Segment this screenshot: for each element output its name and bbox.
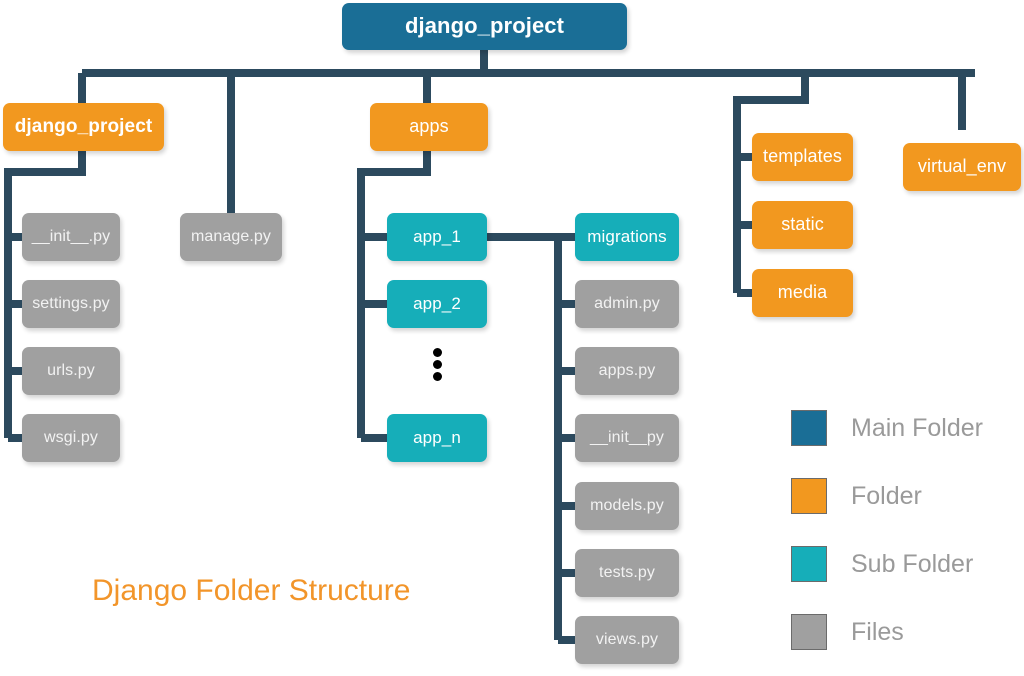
legend-swatch-sub-folder (791, 546, 827, 582)
legend-item-sub-folder: Sub Folder (791, 530, 983, 598)
wire-branch-assets (733, 73, 809, 293)
node-file-apps-py[interactable]: apps.py (575, 347, 679, 395)
legend-swatch-main-folder (791, 410, 827, 446)
diagram-title: Django Folder Structure (92, 574, 411, 607)
node-root-django-project[interactable]: django_project (342, 3, 627, 50)
node-file-views-py[interactable]: views.py (575, 616, 679, 664)
legend-label-files: Files (851, 617, 904, 646)
node-file-models-py[interactable]: models.py (575, 482, 679, 530)
legend-label-folder: Folder (851, 481, 922, 510)
node-app-2[interactable]: app_2 (387, 280, 487, 328)
node-django-project-package[interactable]: django_project (3, 103, 164, 151)
legend-label-sub-folder: Sub Folder (851, 549, 974, 578)
node-migrations[interactable]: migrations (575, 213, 679, 261)
node-file-tests-py[interactable]: tests.py (575, 549, 679, 597)
node-file-wsgi-py[interactable]: wsgi.py (22, 414, 120, 462)
node-templates[interactable]: templates (752, 133, 853, 181)
legend-swatch-files (791, 614, 827, 650)
node-app-n[interactable]: app_n (387, 414, 487, 462)
node-file-settings-py[interactable]: settings.py (22, 280, 120, 328)
node-static[interactable]: static (752, 201, 853, 249)
apps-ellipsis-icon (432, 348, 442, 381)
node-virtual-env[interactable]: virtual_env (903, 143, 1021, 191)
node-manage-py[interactable]: manage.py (180, 213, 282, 261)
node-file-urls-py[interactable]: urls.py (22, 347, 120, 395)
node-app-1[interactable]: app_1 (387, 213, 487, 261)
node-file-app-init-py[interactable]: __init__py (575, 414, 679, 462)
legend: Main Folder Folder Sub Folder Files (791, 394, 983, 666)
node-apps[interactable]: apps (370, 103, 488, 151)
node-file-admin-py[interactable]: admin.py (575, 280, 679, 328)
node-media[interactable]: media (752, 269, 853, 317)
legend-item-files: Files (791, 598, 983, 666)
legend-item-folder: Folder (791, 462, 983, 530)
node-file-init-py[interactable]: __init__.py (22, 213, 120, 261)
legend-item-main-folder: Main Folder (791, 394, 983, 462)
legend-label-main-folder: Main Folder (851, 413, 983, 442)
legend-swatch-folder (791, 478, 827, 514)
